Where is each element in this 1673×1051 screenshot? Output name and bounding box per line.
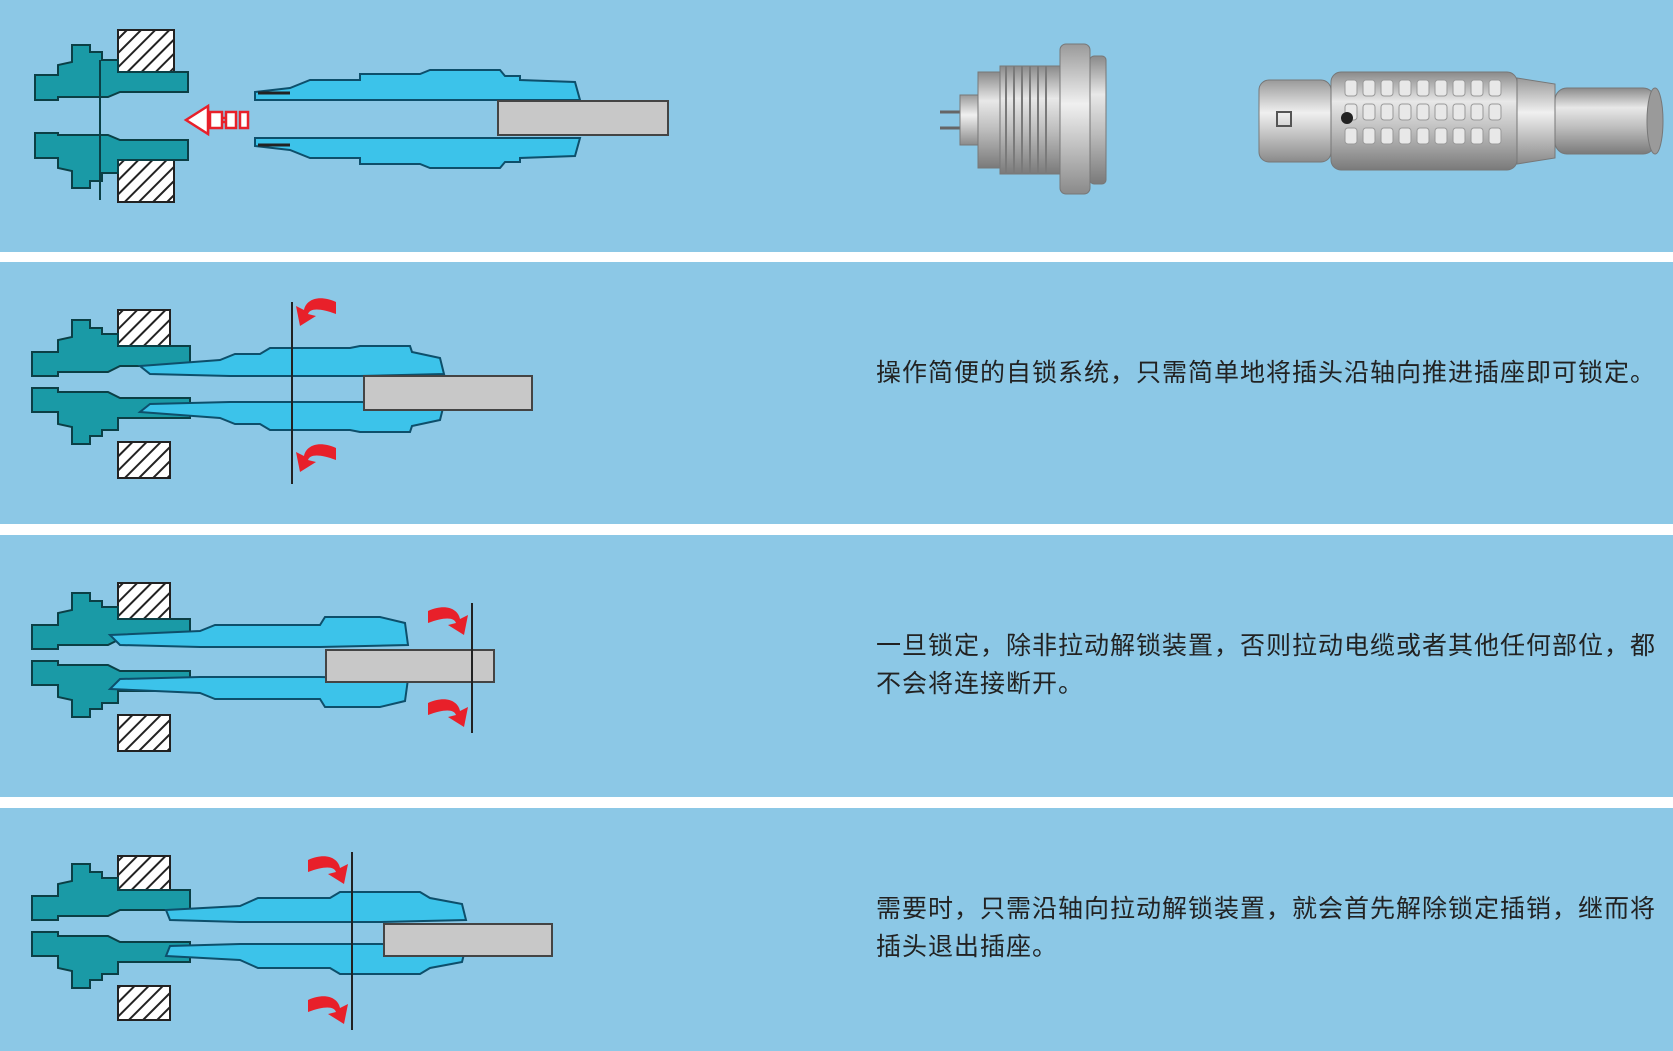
- receptacle-photo: [940, 43, 1107, 195]
- panel-hatch-top: [117, 29, 175, 73]
- locking-diagram: [31, 298, 533, 484]
- plug-section: [254, 69, 669, 169]
- push-arrow-icon-bottom: [296, 444, 336, 472]
- push-arrow-icon-top: [296, 298, 336, 326]
- locked-diagram: [31, 582, 495, 752]
- receptacle-body-top: [34, 44, 189, 101]
- step-panel-4: 需要时，只需沿轴向拉动解锁装置，就会首先解除锁定插销，继而将插头退出插座。: [0, 808, 1673, 1051]
- step-panel-1: [0, 0, 1673, 252]
- disconnected-diagram: [34, 29, 669, 203]
- step-2-caption: 操作简便的自锁系统，只需简单地将插头沿轴向推进插座即可锁定。: [876, 358, 1657, 387]
- step-3-caption: 一旦锁定，除非拉动解锁装置，否则拉动电缆或者其他任何部位，都不会将连接断开。: [876, 631, 1657, 698]
- step-panel-2: 操作简便的自锁系统，只需简单地将插头沿轴向推进插座即可锁定。: [0, 262, 1673, 524]
- pull-arrow-icon-top: [308, 856, 348, 884]
- lock-arrow-icon-bottom: [428, 699, 468, 727]
- step-panel-3: 一旦锁定，除非拉动解锁装置，否则拉动电缆或者其他任何部位，都不会将连接断开。: [0, 535, 1673, 797]
- plug-photo: [1258, 71, 1664, 171]
- insert-arrow-icon: [183, 103, 250, 137]
- plug-body-bottom: [254, 137, 582, 169]
- step-4-caption: 需要时，只需沿轴向拉动解锁装置，就会首先解除锁定插销，继而将插头退出插座。: [876, 894, 1657, 961]
- receptacle-section: [34, 29, 189, 203]
- receptacle-body-bottom: [34, 132, 189, 189]
- cable: [497, 100, 669, 136]
- unlocking-diagram: [31, 852, 553, 1030]
- pull-arrow-icon-bottom: [308, 996, 348, 1024]
- plug-body-top: [254, 69, 582, 101]
- panel-hatch-bottom: [117, 159, 175, 203]
- lock-arrow-icon-top: [428, 607, 468, 635]
